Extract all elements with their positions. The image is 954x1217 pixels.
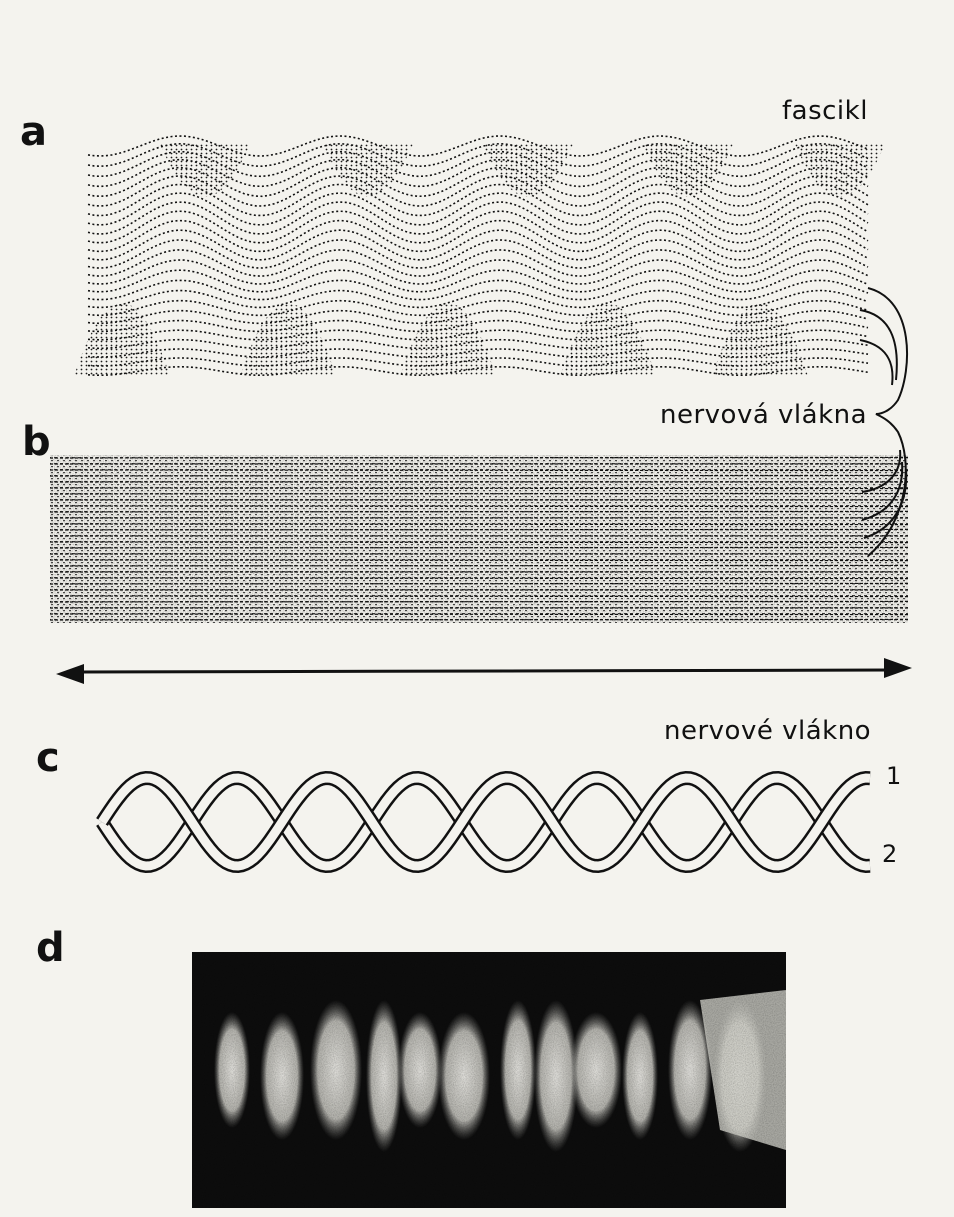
strand-2-label: 2 — [882, 840, 898, 868]
fascicle-fiber-line — [87, 299, 869, 317]
panel-a-fascicle — [74, 135, 885, 378]
fascicle-dark-band — [400, 303, 496, 376]
fascicle-fiber-line — [87, 309, 869, 325]
strand-1-label: 1 — [886, 762, 902, 790]
fascicle-dark-band — [643, 144, 733, 197]
panel-d-photograph — [192, 952, 786, 1208]
fascicle-dark-band — [240, 303, 336, 376]
fascicle-fiber-line — [87, 192, 869, 226]
longitudinal-axis-arrow — [56, 658, 912, 684]
helix-strand-2 — [98, 773, 871, 871]
fascicle-dark-band — [560, 303, 656, 376]
panel-c-helix — [96, 770, 871, 874]
nerve-fiber-label: nervové vlákno — [664, 716, 872, 746]
helix-strand-1 — [98, 773, 871, 871]
fascicle-fiber-line — [87, 279, 869, 301]
fascicle-dark-band — [160, 144, 250, 197]
fascicle-dark-band — [712, 303, 808, 376]
fascicle-fiber-line — [87, 219, 869, 253]
fascicle-dark-band — [323, 144, 413, 197]
panel-a-letter: a — [20, 109, 47, 155]
panel-b-fibers — [49, 455, 909, 623]
fascicle-label: fascikl — [782, 96, 868, 126]
fibers-brace — [859, 287, 909, 557]
fascicle-fiber-line — [87, 166, 869, 198]
fascicle-fiber-line — [87, 210, 869, 244]
fascicle-fiber-line — [87, 158, 869, 188]
panel-d-letter: d — [36, 925, 65, 971]
fascicle-fiber-line — [87, 289, 869, 309]
fascicle-fiber-line — [87, 249, 869, 277]
fascicle-fiber-line — [87, 269, 869, 293]
fascicle-fiber-line — [87, 201, 869, 235]
panel-b-letter: b — [22, 419, 51, 465]
panel-c-letter: c — [36, 735, 60, 781]
fascicle-dark-band — [483, 144, 573, 197]
nerve-fibers-label: nervová vlákna — [660, 400, 868, 430]
fascicle-fiber-line — [87, 259, 869, 285]
fascicle-fiber-line — [87, 183, 869, 217]
fascicle-dark-band — [74, 303, 170, 376]
fascicle-dark-band — [795, 144, 885, 197]
